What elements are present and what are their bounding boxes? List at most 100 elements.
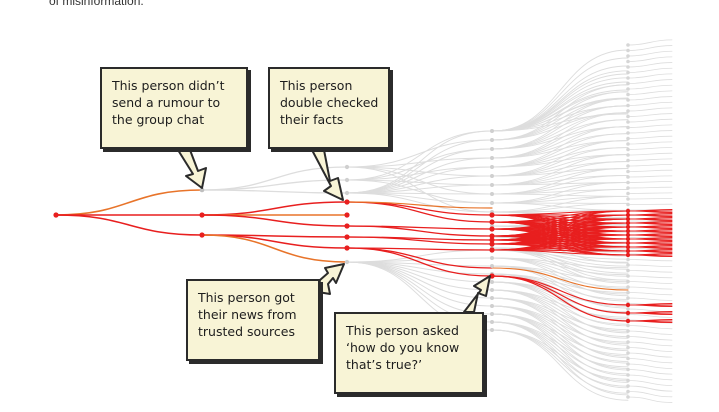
inactive-node <box>626 98 630 102</box>
inactive-branch <box>627 96 673 101</box>
spread-node <box>625 208 631 214</box>
inactive-branch <box>627 158 673 161</box>
inactive-branch <box>627 164 673 167</box>
inactive-branch <box>627 45 673 51</box>
inactive-node <box>490 280 494 284</box>
spread-branch <box>627 214 673 217</box>
spread-branch <box>346 201 493 216</box>
inactive-node <box>626 202 630 207</box>
inactive-node <box>626 109 630 113</box>
inactive-branch <box>627 73 673 79</box>
inactive-branch <box>627 124 673 128</box>
inactive-node <box>626 340 630 344</box>
inactive-branch <box>627 363 673 369</box>
spread-branch <box>346 225 493 237</box>
inactive-branch <box>491 140 629 168</box>
inactive-node <box>626 329 630 333</box>
inactive-node <box>626 373 630 377</box>
inactive-node <box>626 103 630 108</box>
spread-branch <box>55 214 203 236</box>
inactive-node <box>344 190 350 196</box>
stopped-branch <box>201 234 348 263</box>
inactive-branch <box>627 50 673 57</box>
inactive-node <box>490 165 494 169</box>
spread-branch <box>627 254 673 257</box>
inactive-branch <box>627 39 673 46</box>
spread-node <box>625 228 631 234</box>
inactive-node <box>626 274 630 278</box>
inactive-node <box>626 43 630 47</box>
spread-node <box>625 302 631 308</box>
inactive-node <box>490 256 494 260</box>
spread-node <box>625 240 631 246</box>
inactive-branch <box>627 67 673 73</box>
inactive-node <box>626 378 630 383</box>
inactive-node <box>626 142 630 146</box>
spread-branch <box>491 249 629 256</box>
inactive-node <box>626 395 630 399</box>
inactive-branch <box>627 314 673 318</box>
inactive-branch <box>627 347 673 352</box>
spread-node <box>489 247 495 253</box>
inactive-node <box>490 174 494 178</box>
inactive-branch <box>491 89 629 132</box>
inactive-node <box>626 180 630 185</box>
inactive-node <box>626 59 630 64</box>
inactive-node <box>490 312 494 316</box>
spread-branch <box>627 250 673 253</box>
inactive-node <box>626 323 630 328</box>
spread-branch <box>627 230 673 233</box>
callout-arrow-rumour <box>177 149 207 189</box>
inactive-branch <box>346 192 493 213</box>
inactive-node <box>626 120 630 124</box>
inactive-node <box>626 54 630 58</box>
inactive-node <box>626 81 630 86</box>
spread-branch <box>627 218 673 221</box>
spread-branch <box>627 238 673 241</box>
inactive-branches <box>201 39 673 403</box>
spread-branch <box>627 304 673 307</box>
callout-arrow-double-check <box>311 149 344 201</box>
inactive-branch <box>627 264 673 267</box>
spread-node <box>489 226 495 232</box>
spread-node <box>625 216 631 222</box>
inactive-node <box>626 164 630 168</box>
callout-arrow-trusted-sources <box>317 263 345 295</box>
inactive-branch <box>627 84 673 90</box>
inactive-node <box>626 351 630 355</box>
inactive-branch <box>491 133 629 159</box>
inactive-node <box>626 175 630 179</box>
spread-node <box>625 252 631 258</box>
callout-trusted-sources-line-3: trusted sources <box>198 324 295 339</box>
inactive-node <box>626 131 630 135</box>
inactive-node <box>626 169 630 174</box>
callout-asked: This person asked ‘how do you know that’… <box>334 312 484 394</box>
callout-asked-line-2: ‘how do you know <box>346 340 460 355</box>
inactive-branch <box>627 281 673 284</box>
spread-node <box>489 241 495 247</box>
inactive-branch <box>627 130 673 134</box>
spread-node <box>625 232 631 238</box>
spread-branch <box>627 222 673 225</box>
inactive-node <box>626 268 630 273</box>
inactive-branch <box>627 297 673 301</box>
callout-double-check-line-2: double checked <box>280 95 379 110</box>
inactive-node <box>344 177 350 183</box>
inactive-branch <box>491 112 629 141</box>
spread-branch <box>627 246 673 249</box>
inactive-branch <box>627 341 673 347</box>
inactive-branch <box>627 292 673 296</box>
inactive-branch <box>627 325 673 330</box>
inactive-branch <box>627 56 673 62</box>
spread-node <box>489 237 495 243</box>
inactive-node <box>626 186 630 190</box>
inactive-node <box>626 65 630 69</box>
spread-branch <box>627 226 673 229</box>
inactive-node <box>626 114 630 119</box>
inactive-node <box>626 290 630 295</box>
inactive-branch <box>627 380 673 386</box>
spread-node <box>344 199 350 205</box>
inactive-branch <box>627 181 673 183</box>
spread-node <box>344 245 350 251</box>
inactive-branch <box>346 261 493 307</box>
